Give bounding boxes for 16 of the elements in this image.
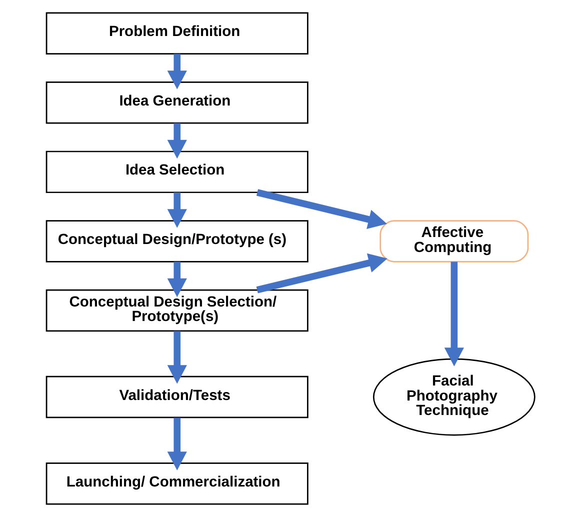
node-box: Launching/ Commercialization	[46, 462, 308, 505]
node-box: Problem Definition	[46, 12, 308, 55]
node-box: Conceptual Design/Prototype (s)	[46, 220, 308, 262]
arrow	[167, 262, 187, 298]
node-box: Idea Selection	[46, 150, 308, 194]
node-ellipse: Facial Photography Technique	[372, 358, 536, 436]
node-box: Affective Computing	[380, 220, 529, 262]
arrow	[167, 192, 187, 228]
node-box: Conceptual Design Selection/ Prototype(s)	[46, 289, 308, 332]
arrow	[167, 331, 187, 384]
arrow	[167, 418, 187, 470]
arrow	[167, 123, 187, 159]
node-box: Idea Generation	[46, 82, 308, 124]
arrow	[444, 262, 464, 366]
node-box: Validation/Tests	[46, 376, 308, 418]
arrow	[167, 54, 187, 90]
